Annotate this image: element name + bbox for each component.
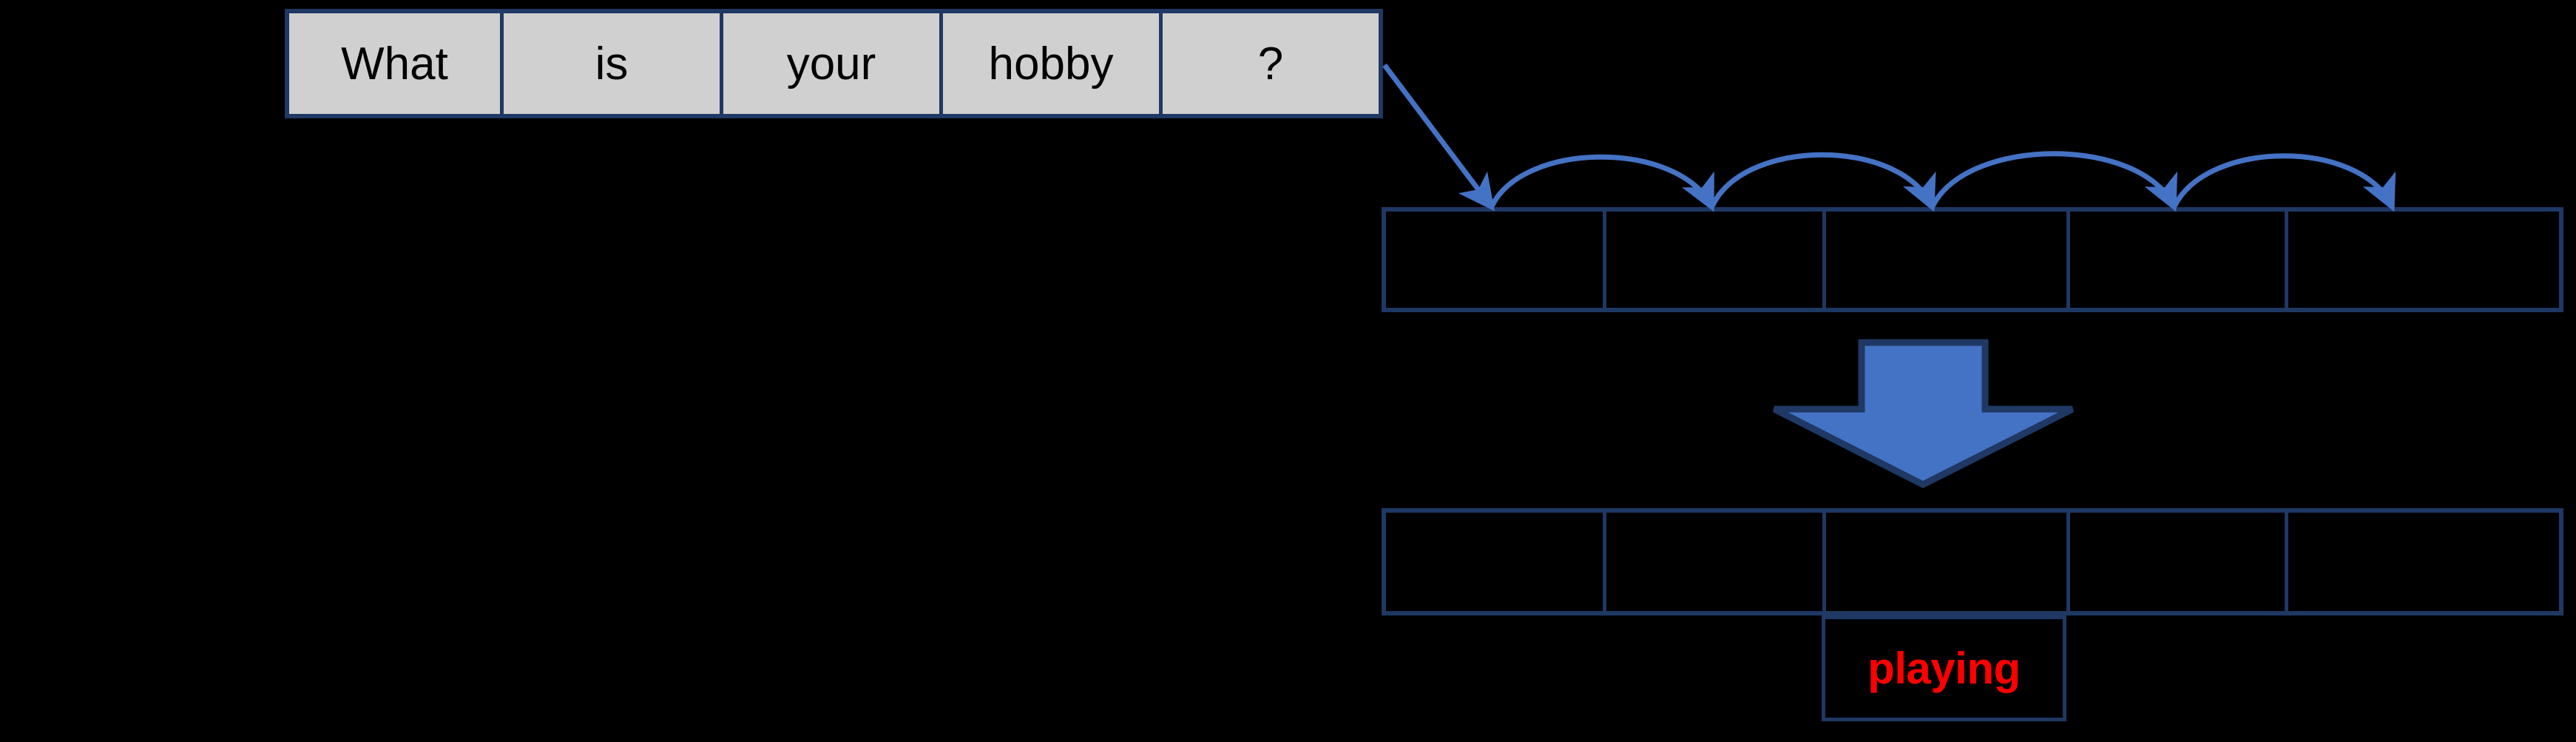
hidden-to-output-block-arrow [1772,339,2075,489]
source-token-label-1: is [595,38,629,90]
hidden-state-cell-1 [1606,212,1826,308]
hidden-state-cell-4 [2288,212,2559,308]
emitted-token-cell: playing [1822,615,2066,721]
source-token-cell-3: hobby [943,13,1163,114]
output-cell-0 [1386,513,1606,611]
source-token-cell-0: What [289,13,504,114]
output-cell-4 [2288,513,2559,611]
source-token-cell-1: is [504,13,723,114]
hidden-state-row [1382,207,2563,312]
emitted-token-label: playing [1867,644,2021,693]
recurrence-arc-3 [2171,153,2396,212]
recurrence-arc-2 [1930,151,2177,212]
hidden-state-cell-0 [1386,212,1606,308]
hidden-state-cell-2 [1826,212,2070,308]
source-token-label-4: ? [1257,38,1284,90]
hidden-state-cell-3 [2070,212,2288,308]
output-cell-3 [2070,513,2288,611]
recurrence-arc-0 [1489,154,1714,212]
source-token-cell-2: your [723,13,943,114]
source-token-label-2: your [786,38,876,90]
source-token-row: What is your hobby ? [285,9,1383,118]
output-row [1382,508,2563,615]
recurrence-arc-1 [1709,152,1936,212]
output-cell-1 [1606,513,1826,611]
output-cell-2 [1826,513,2070,611]
source-to-hidden-arrow [1382,63,1495,212]
source-token-cell-4: ? [1163,13,1379,114]
source-token-label-0: What [341,38,448,90]
source-token-label-3: hobby [988,38,1114,90]
